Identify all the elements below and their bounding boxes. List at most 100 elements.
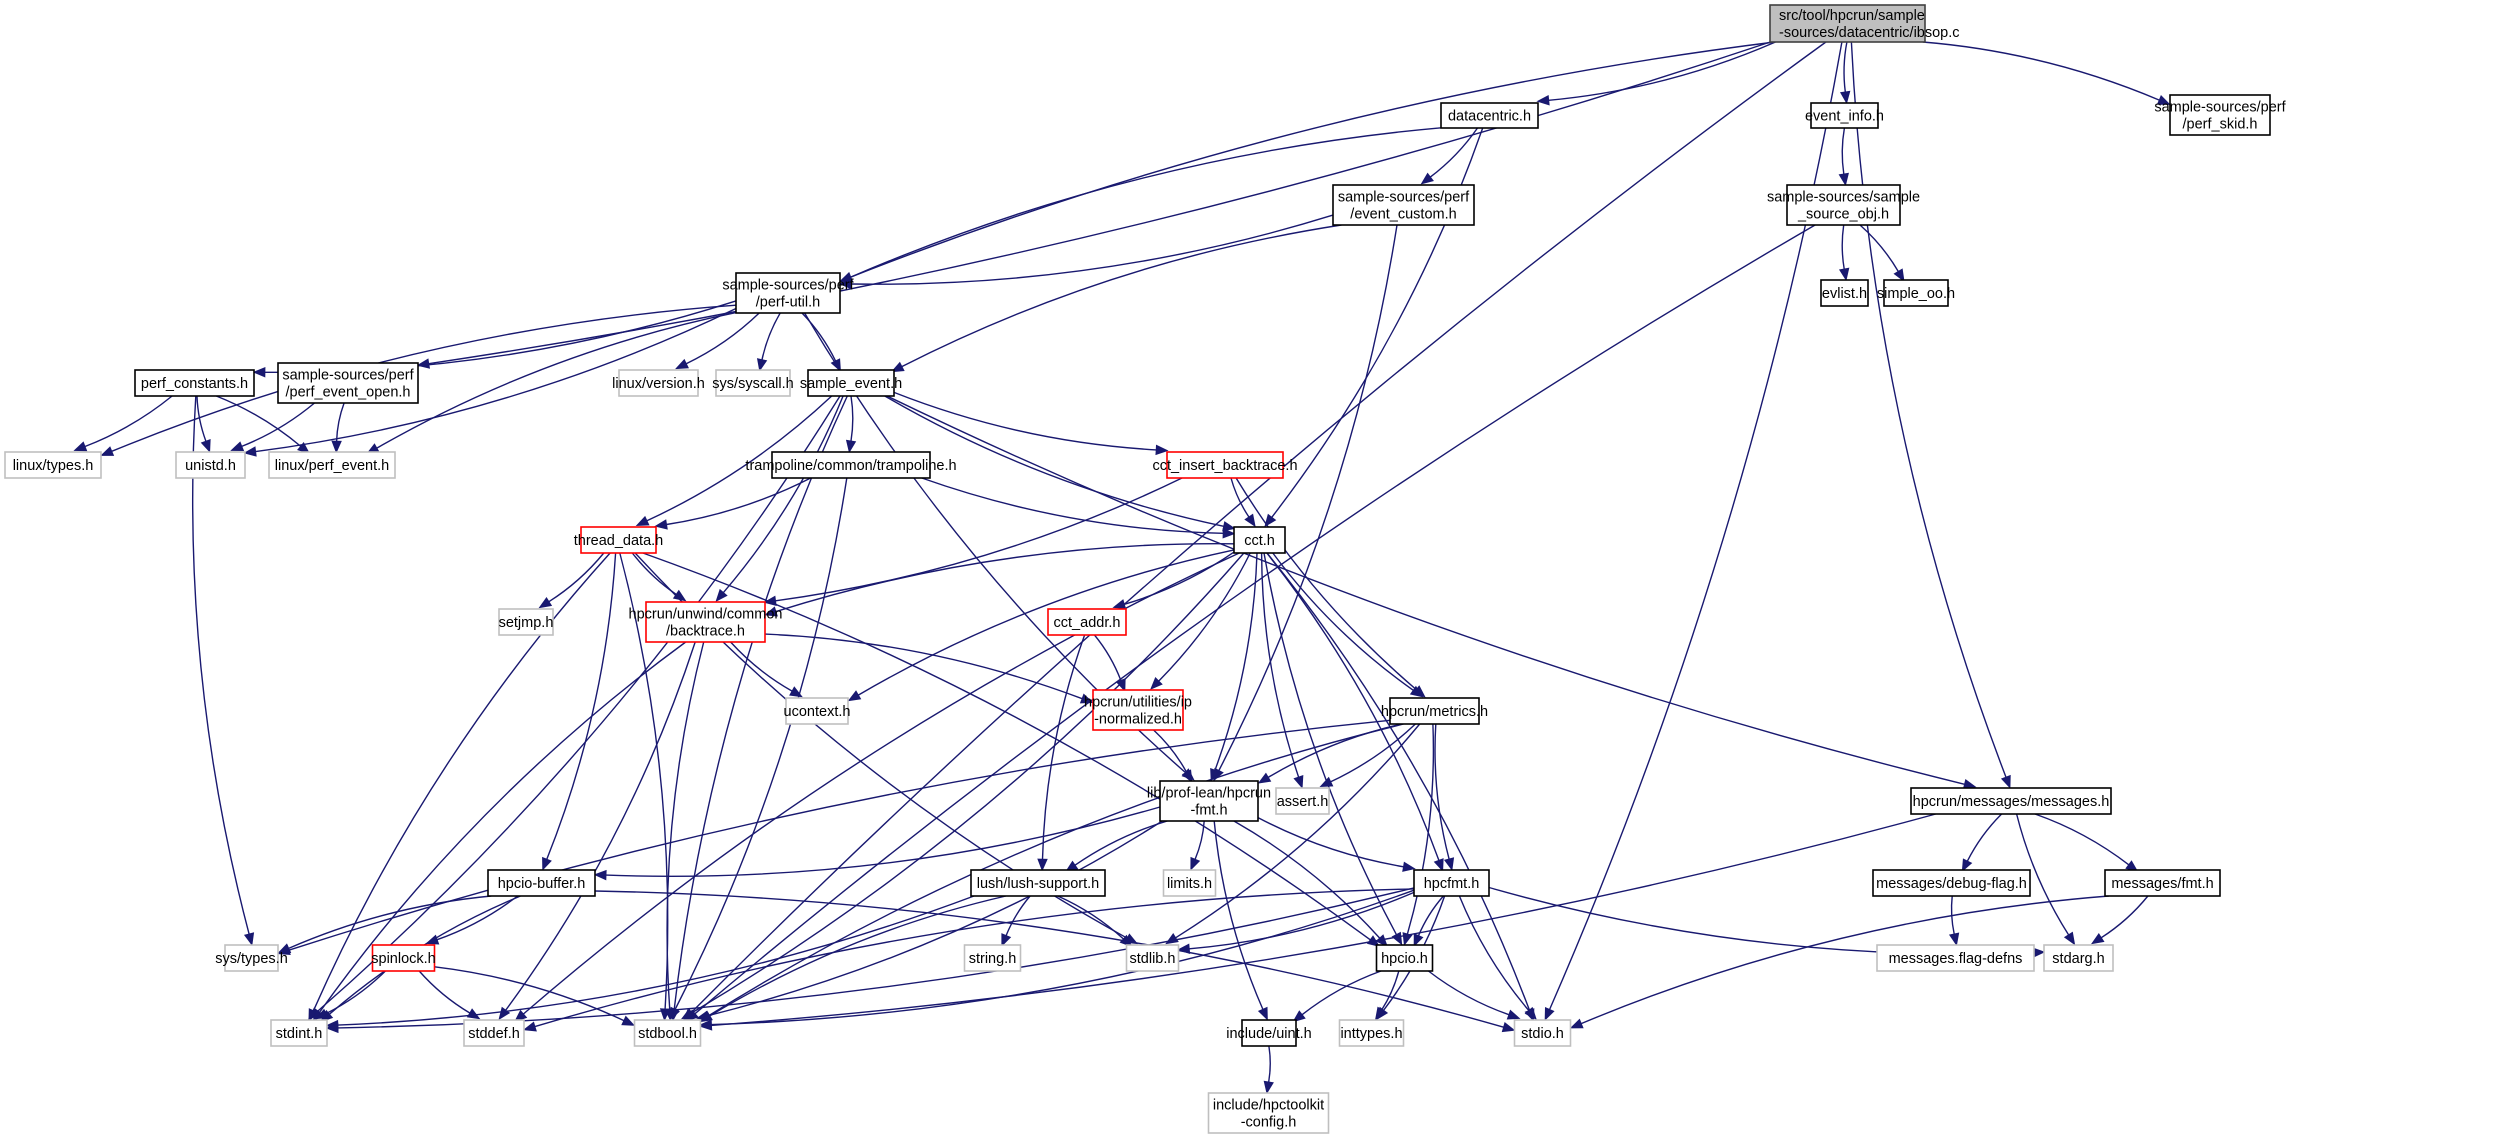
edge-hpcrun_fmt-to-lush_support xyxy=(1074,820,1168,866)
node-event-custom[interactable]: sample-sources/perf/event_custom.h xyxy=(1332,184,1475,226)
node-linux-types[interactable]: linux/types.h xyxy=(4,451,102,479)
node-string[interactable]: string.h xyxy=(963,944,1022,972)
node-hpcio[interactable]: hpcio.h xyxy=(1375,944,1434,972)
node-label: evlist.h xyxy=(1822,286,1867,302)
edge-perf_util-to-sys_syscall xyxy=(761,312,781,360)
node-box xyxy=(487,869,596,897)
edge-cct-to-ucontext xyxy=(857,549,1235,696)
node-label: sys/syscall.h xyxy=(712,376,793,392)
node-assert[interactable]: assert.h xyxy=(1275,787,1330,815)
node-perf-constants[interactable]: perf_constants.h xyxy=(134,369,255,397)
node-spinlock[interactable]: spinlock.h xyxy=(371,944,436,972)
node-box xyxy=(4,451,102,479)
node-limits[interactable]: limits.h xyxy=(1162,869,1217,897)
node-cct-insert-backtrace[interactable]: cct_insert_backtrace.h xyxy=(1152,451,1298,479)
node-datacentric[interactable]: datacentric.h xyxy=(1440,102,1539,129)
node-stdarg[interactable]: stdarg.h xyxy=(2043,944,2114,972)
edge-cct_addr-to-lush_support xyxy=(1041,634,1086,860)
arrow-head-icon xyxy=(1115,678,1126,693)
node-uint[interactable]: include/uint.h xyxy=(1226,1019,1312,1047)
node-box xyxy=(807,369,895,397)
node-sample-source-obj[interactable]: sample-sources/sample_source_obj.h xyxy=(1767,184,1920,226)
node-trampoline[interactable]: trampoline/common/trampoline.h xyxy=(745,451,957,479)
node-perf-util[interactable]: sample-sources/perf/perf-util.h xyxy=(722,272,855,314)
node-hpcrun-fmt[interactable]: lib/prof-lean/hpcrun-fmt.h xyxy=(1147,780,1271,822)
edge-sample_source_obj-to-stdbool xyxy=(694,224,1816,1015)
node-sys-syscall[interactable]: sys/syscall.h xyxy=(712,369,794,397)
node-event-info[interactable]: event_info.h xyxy=(1805,102,1884,129)
node-label: messages/debug-flag.h xyxy=(1876,876,2027,892)
arrow-head-icon xyxy=(538,597,553,609)
node-perf-skid[interactable]: sample-sources/perf/perf_skid.h xyxy=(2154,94,2287,136)
node-label: hpcrun/metrics.h xyxy=(1381,704,1488,720)
node-cct[interactable]: cct.h xyxy=(1233,526,1286,554)
arrow-head-icon xyxy=(1961,858,1973,873)
edge-cct-to-ip_normalized xyxy=(1158,552,1251,682)
edge-spinlock-to-stdbool xyxy=(434,966,625,1022)
node-backtrace[interactable]: hpcrun/unwind/common/backtrace.h xyxy=(629,601,783,643)
node-inttypes[interactable]: inttypes.h xyxy=(1338,1019,1405,1047)
node-hpcfmt[interactable]: hpcfmt.h xyxy=(1413,869,1490,897)
node-label: hpcio-buffer.h xyxy=(498,876,586,892)
node-flag-defns[interactable]: messages.flag-defns xyxy=(1876,944,2035,972)
node-stdio[interactable]: stdio.h xyxy=(1513,1019,1572,1047)
edge-sample_source_obj-to-evlist xyxy=(1841,224,1845,270)
arrow-head-icon xyxy=(847,690,862,702)
arrow-head-icon xyxy=(1506,1009,1521,1020)
arrow-head-icon xyxy=(416,358,431,369)
node-sample-event[interactable]: sample_event.h xyxy=(800,369,902,397)
node-box xyxy=(1786,184,1901,226)
node-ibsop: src/tool/hpcrun/sample-sources/datacentr… xyxy=(1769,4,1960,43)
node-label: cct.h xyxy=(1244,533,1275,549)
node-cct-addr[interactable]: cct_addr.h xyxy=(1047,608,1127,636)
node-setjmp[interactable]: setjmp.h xyxy=(498,608,554,636)
arrow-head-icon xyxy=(1165,932,1179,945)
edge-perf_event_open-to-unistd xyxy=(241,402,315,448)
arrow-head-icon xyxy=(1001,933,1012,948)
edge-ibsop-to-perf_util xyxy=(850,41,1775,278)
node-box xyxy=(645,601,766,643)
node-label: string.h xyxy=(969,951,1017,967)
node-label: datacentric.h xyxy=(1448,109,1531,125)
node-box xyxy=(224,944,279,972)
edge-thread_data-to-setjmp xyxy=(548,552,605,603)
node-stdlib[interactable]: stdlib.h xyxy=(1125,944,1180,972)
arrow-head-icon xyxy=(1948,932,1960,947)
node-stdbool[interactable]: stdbool.h xyxy=(633,1019,702,1047)
node-hpcio-buffer[interactable]: hpcio-buffer.h xyxy=(487,869,596,897)
node-debug-flag[interactable]: messages/debug-flag.h xyxy=(1872,869,2031,897)
node-lush-support[interactable]: lush/lush-support.h xyxy=(970,869,1106,897)
edge-hpcrun_fmt-to-hpcio_buffer xyxy=(605,806,1161,877)
arrow-head-icon xyxy=(654,519,668,530)
edge-cct-to-assert xyxy=(1260,552,1300,778)
node-stddef[interactable]: stddef.h xyxy=(463,1019,525,1047)
node-messages[interactable]: hpcrun/messages/messages.h xyxy=(1910,787,2112,815)
arrow-head-icon xyxy=(1433,858,1444,872)
node-box xyxy=(1047,608,1127,636)
edge-hpcfmt-to-stdlib xyxy=(1189,891,1415,950)
node-messages-fmt[interactable]: messages/fmt.h xyxy=(2104,869,2221,897)
arrow-head-icon xyxy=(230,441,245,452)
edge-datacentric-to-event_custom xyxy=(1429,127,1479,178)
arrow-head-icon xyxy=(1257,772,1272,784)
node-metrics[interactable]: hpcrun/metrics.h xyxy=(1381,697,1488,725)
arrow-head-icon xyxy=(890,361,905,373)
edge-messages-to-stdbool xyxy=(711,813,1936,1027)
node-linux-perf-event[interactable]: linux/perf_event.h xyxy=(268,451,396,479)
node-label: linux/types.h xyxy=(13,458,94,474)
node-box xyxy=(1125,944,1180,972)
node-hpctoolkit-config[interactable]: include/hpctoolkit-config.h xyxy=(1207,1092,1330,1134)
node-perf-event-open[interactable]: sample-sources/perf/perf_event_open.h xyxy=(277,362,419,404)
edge-hpcfmt-to-stdbool xyxy=(711,889,1415,1026)
node-linux-version[interactable]: linux/version.h xyxy=(612,369,705,397)
edge-thread_data-to-hpcio_buffer xyxy=(546,552,617,860)
node-sys-types[interactable]: sys/types.h xyxy=(215,944,288,972)
node-ucontext[interactable]: ucontext.h xyxy=(784,697,851,725)
node-simple-oo[interactable]: simple_oo.h xyxy=(1877,279,1955,307)
node-thread-data[interactable]: thread_data.h xyxy=(574,526,664,554)
node-ip-normalized[interactable]: hpcrun/utilities/ip-normalized.h xyxy=(1084,689,1192,731)
node-evlist[interactable]: evlist.h xyxy=(1820,279,1869,307)
node-stdint[interactable]: stdint.h xyxy=(270,1019,328,1047)
edge-perf_util-to-unistd xyxy=(255,307,737,453)
node-unistd[interactable]: unistd.h xyxy=(175,451,246,479)
